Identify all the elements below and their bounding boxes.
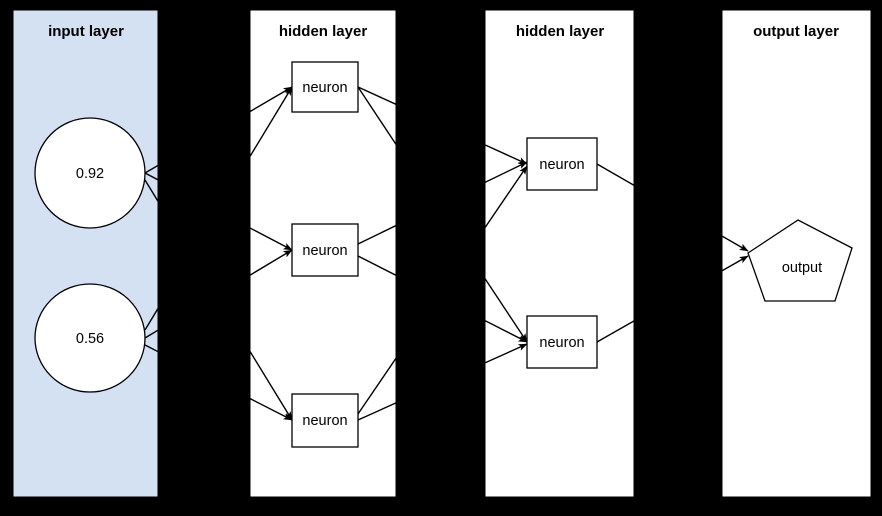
edge-group-hidden1-to-hidden2	[357, 86, 528, 421]
output-layer-nodes: output	[747, 219, 853, 302]
edge-h1n3-h2n2-head	[485, 343, 528, 364]
input-layer-title: input layer	[48, 23, 124, 40]
input-layer-nodes: 0.92 0.56	[34, 117, 146, 393]
hidden1-neuron-1-label: neuron	[302, 80, 347, 96]
edge-segments-in-hidden1-panel	[250, 86, 293, 421]
hidden1-neuron-3[interactable]	[291, 393, 359, 448]
edge-h2n2-out-head	[722, 255, 749, 272]
hidden2-neuron-2-label: neuron	[539, 335, 584, 351]
layer-titles: input layer hidden layer hidden layer ou…	[48, 23, 839, 40]
hidden-layer-2-title: hidden layer	[516, 23, 605, 40]
edge-h1n3-h2n1-head	[485, 165, 528, 229]
edge-group-input-to-hidden1	[144, 86, 293, 421]
edge-h1n2-h2n1	[357, 224, 396, 245]
edge-in1-h1n1-head	[250, 86, 293, 113]
output-layer-title: output layer	[753, 23, 839, 40]
hidden1-neuron-2[interactable]	[291, 223, 359, 277]
input-node-1[interactable]	[34, 117, 146, 229]
edge-in2-h1n3-head	[250, 397, 293, 421]
edge-h1n1-h2n2	[357, 86, 396, 146]
hidden-layer-2-nodes: neuron neuron	[526, 137, 598, 369]
edge-h1n2-h2n2	[357, 255, 396, 277]
edge-in2-h1n1-head	[250, 86, 293, 158]
input-node-1-value: 0.92	[76, 166, 104, 182]
edge-in1-h1n3-head	[250, 350, 293, 421]
edge-h2n1-out	[596, 163, 634, 187]
hidden2-neuron-1[interactable]	[526, 137, 598, 191]
input-node-2-value: 0.56	[76, 331, 104, 347]
edge-tails-in-hidden1-panel	[357, 86, 396, 421]
edge-h1n1-h2n1	[357, 86, 396, 106]
edge-h1n3-h2n2	[357, 402, 396, 421]
edge-in1-h1n2-head	[250, 227, 293, 251]
input-node-2[interactable]	[34, 283, 146, 393]
hidden2-neuron-2[interactable]	[526, 315, 598, 369]
hidden1-neuron-3-label: neuron	[302, 413, 347, 429]
edge-h1n1-h2n2-head	[485, 277, 528, 343]
output-node-label: output	[782, 260, 822, 276]
edge-h2n2-out	[596, 320, 634, 343]
edge-h2n1-out-head	[722, 235, 749, 252]
hidden1-neuron-1[interactable]	[291, 61, 359, 113]
hidden-layer-1-title: hidden layer	[279, 23, 368, 40]
hidden2-neuron-1-label: neuron	[539, 157, 584, 173]
edge-heads-in-output-panel	[722, 235, 749, 272]
hidden1-neuron-2-label: neuron	[302, 243, 347, 259]
panel-input-layer[interactable]	[12, 9, 159, 498]
edge-h1n1-h2n1-head	[485, 144, 528, 165]
hidden-layer-1-nodes: neuron neuron neuron	[291, 61, 359, 448]
edge-in2-h1n2-head	[250, 249, 293, 276]
edge-h1n2-h2n2-head	[485, 319, 528, 343]
edge-group-hidden2-to-output	[596, 163, 749, 343]
output-node[interactable]	[747, 219, 853, 302]
edge-tails-in-hidden2-panel	[596, 163, 634, 343]
edge-h1n3-h2n1	[357, 356, 396, 415]
layer-panels	[12, 9, 872, 498]
edge-heads-in-hidden2-panel	[485, 144, 528, 364]
edge-h1n2-h2n1-head	[485, 161, 528, 184]
panel-hidden-layer-2[interactable]	[484, 9, 635, 498]
